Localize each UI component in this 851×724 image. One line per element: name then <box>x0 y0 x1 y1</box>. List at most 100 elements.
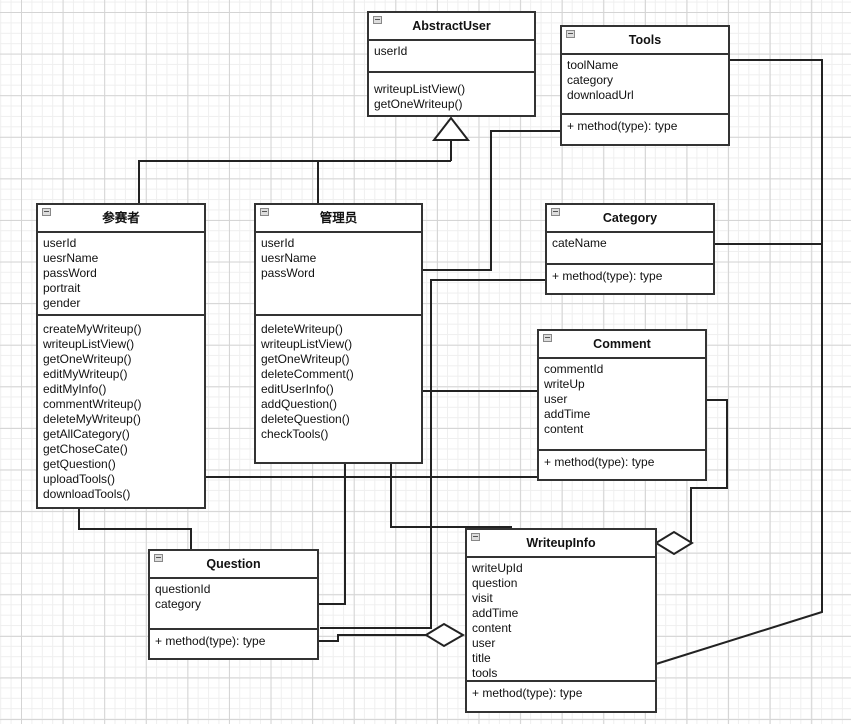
class-admin[interactable]: 管理员 userId uesrName passWord deleteWrite… <box>254 203 423 464</box>
attributes-section: userId uesrName passWord portrait gender <box>38 233 204 316</box>
attributes-section: userId uesrName passWord <box>256 233 421 316</box>
attribute: userId <box>261 236 295 250</box>
class-question[interactable]: Question questionId category + method(ty… <box>148 549 319 660</box>
association-admin-writeup[interactable] <box>390 463 512 528</box>
methods-section: writeupListView() getOneWriteup() <box>369 73 534 112</box>
attribute: passWord <box>261 266 315 280</box>
method: writeupListView() <box>43 337 135 351</box>
attributes-section: toolName category downloadUrl <box>562 55 728 115</box>
class-name: AbstractUser <box>412 19 491 33</box>
association-admin-tools[interactable] <box>422 130 561 271</box>
attributes-section: userId <box>369 41 534 73</box>
method: getOneWriteup() <box>43 352 132 366</box>
class-tools[interactable]: Tools toolName category downloadUrl + me… <box>560 25 730 146</box>
attribute: cateName <box>552 236 607 250</box>
method: createMyWriteup() <box>43 322 142 336</box>
attribute: addTime <box>472 606 519 620</box>
generalization-arrow-icon <box>431 116 471 141</box>
association-admin-question[interactable] <box>318 463 346 605</box>
generalization-participant[interactable] <box>138 160 451 204</box>
class-abstract-user[interactable]: AbstractUser userId writeupListView() ge… <box>367 11 536 117</box>
association-category-question[interactable] <box>320 279 546 629</box>
aggregation-question-writeup[interactable] <box>318 634 426 642</box>
class-name: Category <box>602 211 658 225</box>
class-comment[interactable]: Comment commentId writeUp user addTime c… <box>537 329 707 481</box>
method: uploadTools() <box>43 472 116 486</box>
methods-section: + method(type): type <box>562 115 728 134</box>
class-name: 参赛者 <box>102 211 140 225</box>
collapse-toggle-icon[interactable] <box>566 30 575 38</box>
attribute: visit <box>472 591 493 605</box>
association-tools-writeup[interactable] <box>655 59 823 665</box>
method: + method(type): type <box>472 686 583 700</box>
attributes-section: questionId category <box>150 579 317 630</box>
method: + method(type): type <box>567 119 678 133</box>
attribute: userId <box>43 236 77 250</box>
attribute: user <box>472 636 496 650</box>
method: deleteComment() <box>261 367 354 381</box>
attribute: toolName <box>567 58 619 72</box>
method: downloadTools() <box>43 487 131 501</box>
aggregation-comment-writeup[interactable] <box>690 399 728 543</box>
attribute: passWord <box>43 266 97 280</box>
attribute: writeUpId <box>472 561 523 575</box>
method: deleteMyWriteup() <box>43 412 141 426</box>
attribute: userId <box>374 44 408 58</box>
attribute: gender <box>43 296 81 310</box>
class-participant[interactable]: 参赛者 userId uesrName passWord portrait ge… <box>36 203 206 509</box>
association-participant-question[interactable] <box>78 508 192 550</box>
aggregation-diamond-icon <box>424 622 465 648</box>
collapse-toggle-icon[interactable] <box>543 334 552 342</box>
attribute: commentId <box>544 362 604 376</box>
attribute: uesrName <box>261 251 317 265</box>
collapse-toggle-icon[interactable] <box>551 208 560 216</box>
methods-section: + method(type): type <box>150 630 317 649</box>
method: checkTools() <box>261 427 329 441</box>
attribute: category <box>567 73 614 87</box>
collapse-toggle-icon[interactable] <box>373 16 382 24</box>
attribute: content <box>544 422 584 436</box>
attribute: question <box>472 576 518 590</box>
method: addQuestion() <box>261 397 338 411</box>
attribute: addTime <box>544 407 591 421</box>
method: getQuestion() <box>43 457 116 471</box>
method: editMyWriteup() <box>43 367 128 381</box>
method: deleteQuestion() <box>261 412 350 426</box>
class-name: Tools <box>628 33 662 47</box>
attribute: tools <box>472 666 498 680</box>
attribute: uesrName <box>43 251 99 265</box>
method: deleteWriteup() <box>261 322 343 336</box>
class-name: 管理员 <box>319 211 358 225</box>
method: editMyInfo() <box>43 382 107 396</box>
class-name: Comment <box>593 337 651 351</box>
attribute: category <box>155 597 202 611</box>
collapse-toggle-icon[interactable] <box>154 554 163 562</box>
attribute: portrait <box>43 281 81 295</box>
attribute: writeUp <box>544 377 585 391</box>
methods-section: + method(type): type <box>547 265 713 284</box>
methods-section: createMyWriteup() writeupListView() getO… <box>38 316 204 502</box>
method: commentWriteup() <box>43 397 142 411</box>
methods-section: deleteWriteup() writeupListView() getOne… <box>256 316 421 442</box>
methods-section: + method(type): type <box>467 682 655 701</box>
collapse-toggle-icon[interactable] <box>471 533 480 541</box>
attribute: title <box>472 651 491 665</box>
attributes-section: commentId writeUp user addTime content <box>539 359 705 451</box>
method: + method(type): type <box>544 455 655 469</box>
collapse-toggle-icon[interactable] <box>260 208 269 216</box>
methods-section: + method(type): type <box>539 451 705 470</box>
method: + method(type): type <box>155 634 266 648</box>
method: getAllCategory() <box>43 427 130 441</box>
method: writeupListView() <box>374 82 466 96</box>
class-category[interactable]: Category cateName + method(type): type <box>545 203 715 295</box>
collapse-toggle-icon[interactable] <box>42 208 51 216</box>
class-name: WriteupInfo <box>526 536 596 550</box>
method: + method(type): type <box>552 269 663 283</box>
attribute: content <box>472 621 512 635</box>
class-writeup-info[interactable]: WriteupInfo writeUpId question visit add… <box>465 528 657 713</box>
method: getOneWriteup() <box>261 352 350 366</box>
method: writeupListView() <box>261 337 353 351</box>
attribute: user <box>544 392 568 406</box>
attributes-section: writeUpId question visit addTime content… <box>467 558 655 682</box>
attribute: questionId <box>155 582 211 596</box>
